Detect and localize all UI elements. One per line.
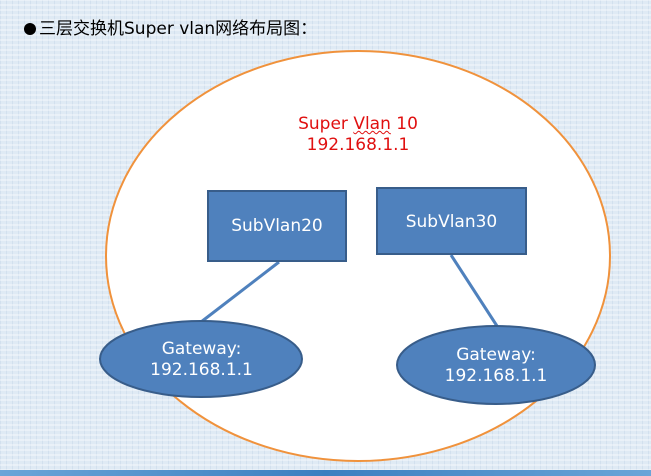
subvlan20-box [207, 190, 347, 262]
gateway-right-title: Gateway: [456, 345, 536, 365]
super-vlan-name-wavy: Vlan [353, 114, 391, 134]
gateway-right-label: Gateway: 192.168.1.1 [397, 345, 595, 387]
gateway-left-label: Gateway: 192.168.1.1 [100, 339, 303, 381]
subvlan20-label: SubVlan20 [231, 216, 323, 236]
super-vlan-name-suffix: 10 [390, 114, 418, 134]
gateway-right-ellipse [396, 325, 596, 405]
super-vlan-name-prefix: Super [298, 114, 354, 134]
super-vlan-ip: 192.168.1.1 [306, 135, 410, 155]
gateway-left-ellipse [99, 320, 303, 398]
slide-title-text: 三层交换机Super vlan网络布局图： [39, 19, 318, 39]
slide-title: 三层交换机Super vlan网络布局图： [24, 14, 317, 39]
bullet-icon [24, 23, 36, 35]
subvlan30-box [376, 187, 527, 255]
gateway-left-title: Gateway: [161, 339, 242, 359]
connector-subvlan30-gateway [449, 254, 499, 327]
gateway-left-ip: 192.168.1.1 [150, 360, 253, 380]
connector-subvlan20-gateway [200, 260, 280, 324]
super-vlan-label: Super Vlan 10 192.168.1.1 [258, 114, 458, 156]
gateway-right-ip: 192.168.1.1 [444, 366, 548, 386]
super-vlan-name: Super Vlan 10 [258, 114, 458, 135]
subvlan30-label: SubVlan30 [405, 212, 498, 232]
bottom-accent-band [0, 470, 651, 476]
